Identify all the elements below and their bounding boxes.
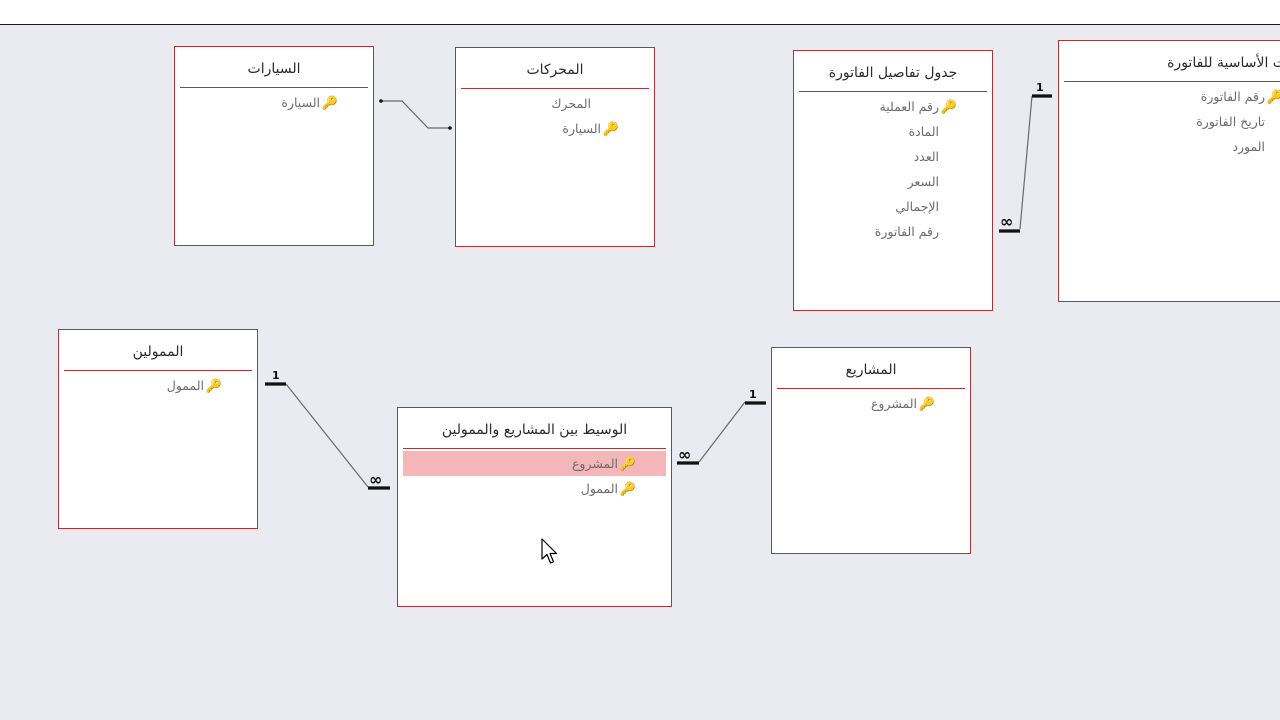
table-title[interactable]: الوسيط بين المشاريع والممولين: [403, 408, 666, 449]
field-row-selected[interactable]: 🔑 المشروع: [403, 451, 666, 476]
rel-label-many: ∞: [369, 470, 382, 489]
window-top-bar: [0, 0, 1280, 25]
table-engines[interactable]: المحركات المحرك 🔑 السيارة: [455, 47, 655, 247]
key-icon: 🔑: [321, 96, 338, 111]
field-row[interactable]: العدد: [799, 144, 987, 169]
mouse-pointer-icon: [541, 538, 558, 564]
rel-label-many: ∞: [1000, 212, 1013, 231]
rel-label-one: 1: [749, 388, 757, 401]
table-junction[interactable]: الوسيط بين المشاريع والممولين 🔑 المشروع …: [397, 407, 672, 607]
key-icon: 🔑: [602, 122, 619, 137]
field-name: السعر: [907, 174, 940, 189]
field-name: تاريخ الفاتورة: [1196, 114, 1266, 129]
rel-line-cars-engines: [381, 100, 450, 129]
rel-label-many: ∞: [678, 445, 691, 464]
field-list: 🔑 رقم الفاتورة تاريخ الفاتورة المورد: [1059, 82, 1280, 159]
field-list: 🔑 رقم العملية المادة العدد السعر الإجمال…: [794, 92, 992, 244]
rel-line-junction-projects: [698, 401, 746, 463]
field-name: المحرك: [551, 96, 592, 111]
table-funders[interactable]: الممولين 🔑 الممول: [58, 329, 258, 529]
field-row[interactable]: 🔑 السيارة: [180, 90, 368, 115]
field-name: رقم الفاتورة: [1200, 89, 1266, 104]
key-icon: 🔑: [619, 482, 636, 497]
field-row[interactable]: 🔑 المشروع: [777, 391, 965, 416]
field-name: السيارة: [281, 95, 321, 110]
rel-endpoint: [448, 126, 452, 130]
key-icon: 🔑: [619, 457, 636, 472]
table-projects[interactable]: المشاريع 🔑 المشروع: [771, 347, 971, 554]
field-row[interactable]: الإجمالي: [799, 194, 987, 219]
table-title[interactable]: المشاريع: [777, 348, 965, 389]
table-title[interactable]: المحركات: [461, 48, 649, 89]
field-list: 🔑 السيارة: [175, 88, 373, 115]
table-title[interactable]: جدول تفاصيل الفاتورة: [799, 51, 987, 92]
field-row[interactable]: السعر: [799, 169, 987, 194]
table-title[interactable]: السيارات: [180, 47, 368, 88]
table-cars[interactable]: السيارات 🔑 السيارة: [174, 46, 374, 246]
rel-line-funders-junction: [285, 383, 369, 488]
key-icon: 🔑: [918, 397, 935, 412]
field-name: الإجمالي: [895, 199, 940, 214]
field-name: المورد: [1232, 139, 1266, 154]
key-icon: 🔑: [940, 100, 957, 115]
field-name: المشروع: [870, 396, 918, 411]
field-row[interactable]: 🔑 رقم الفاتورة: [1064, 84, 1280, 109]
field-row[interactable]: 🔑 الممول: [64, 373, 252, 398]
rel-label-one: 1: [1036, 81, 1044, 94]
field-row[interactable]: تاريخ الفاتورة: [1064, 109, 1280, 134]
field-row[interactable]: المادة: [799, 119, 987, 144]
table-invoice-details[interactable]: جدول تفاصيل الفاتورة 🔑 رقم العملية الماد…: [793, 50, 993, 311]
field-name: الممول: [580, 481, 619, 496]
field-list: المحرك 🔑 السيارة: [456, 89, 654, 141]
field-name: العدد: [913, 149, 940, 164]
key-icon: 🔑: [1267, 85, 1280, 110]
field-name: المادة: [908, 124, 940, 139]
table-invoice-main[interactable]: جدول المعلومات الأساسية للفاتورة 🔑 رقم ا…: [1058, 40, 1280, 302]
field-row[interactable]: المحرك: [461, 91, 649, 116]
rel-endpoint: [379, 99, 383, 103]
field-name: المشروع: [571, 456, 619, 471]
field-row[interactable]: 🔑 الممول: [403, 476, 666, 501]
rel-line-invoice: [1019, 95, 1033, 230]
field-list: 🔑 المشروع 🔑 الممول: [398, 449, 671, 501]
field-row[interactable]: 🔑 رقم العملية: [799, 94, 987, 119]
table-title[interactable]: الممولين: [64, 330, 252, 371]
field-row[interactable]: 🔑 السيارة: [461, 116, 649, 141]
field-row[interactable]: رقم الفاتورة: [799, 219, 987, 244]
rel-label-one: 1: [272, 369, 280, 382]
field-list: 🔑 المشروع: [772, 389, 970, 416]
field-name: الممول: [166, 378, 205, 393]
field-name: رقم العملية: [879, 99, 940, 114]
key-icon: 🔑: [205, 379, 222, 394]
table-title[interactable]: جدول المعلومات الأساسية للفاتورة: [1064, 41, 1280, 82]
field-list: 🔑 الممول: [59, 371, 257, 398]
table-title-text: جدول المعلومات الأساسية للفاتورة: [1167, 55, 1280, 71]
field-row[interactable]: المورد: [1064, 134, 1280, 159]
field-name: السيارة: [562, 121, 602, 136]
field-name: رقم الفاتورة: [874, 224, 940, 239]
